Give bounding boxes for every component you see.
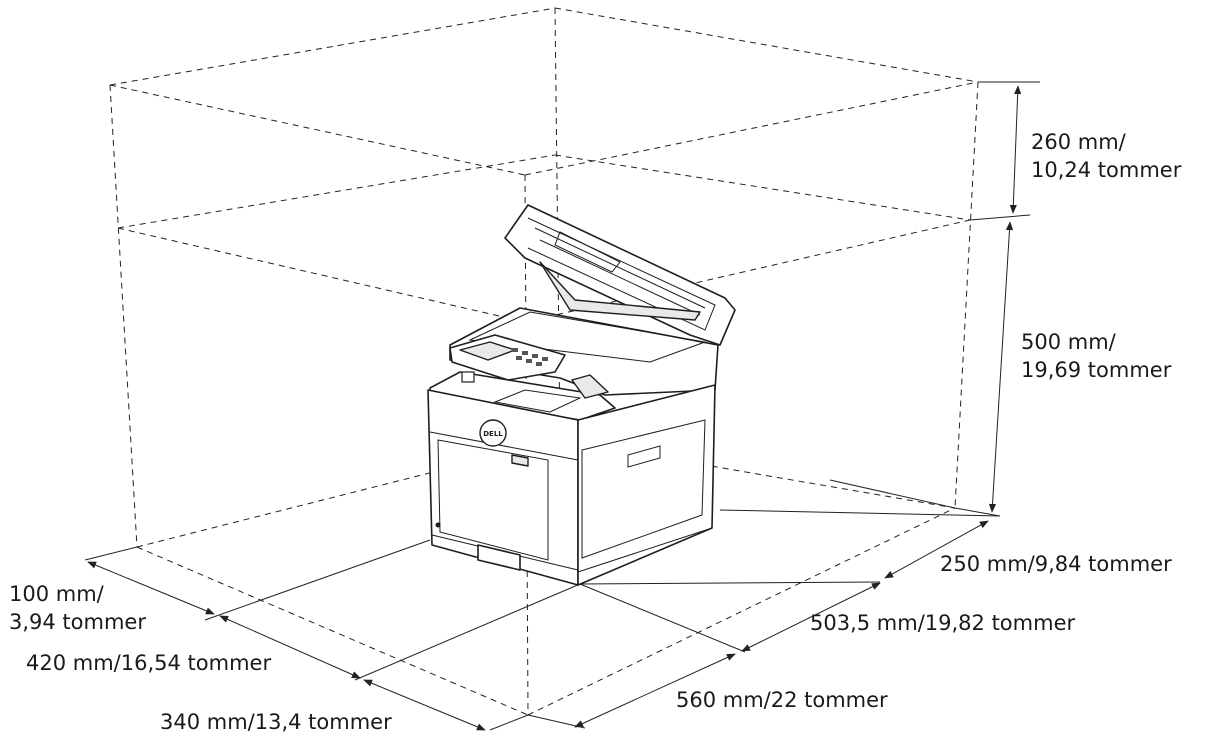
right-dimensions <box>527 479 1001 729</box>
keypad-buttons <box>512 348 548 366</box>
depth-label: 503,5 mm/19,82 tommer <box>810 611 1076 635</box>
rear-clearance-label: 560 mm/22 tommer <box>676 688 888 712</box>
width-label: 420 mm/16,54 tommer <box>26 651 272 675</box>
left-dimensions <box>84 539 581 731</box>
right-clearance-label: 250 mm/9,84 tommer <box>940 552 1172 576</box>
dell-logo: DELL <box>479 419 507 447</box>
back-clearance-label: 100 mm/ 3,94 tommer <box>9 582 146 634</box>
vertical-dimensions <box>954 81 1040 517</box>
printer-illustration: DELL <box>427 204 736 586</box>
height-label: 500 mm/ 19,69 tommer <box>1021 330 1172 382</box>
top-clearance-label: 260 mm/ 10,24 tommer <box>1031 130 1182 182</box>
left-clearance-label: 340 mm/13,4 tommer <box>160 710 392 734</box>
svg-text:DELL: DELL <box>483 430 503 438</box>
